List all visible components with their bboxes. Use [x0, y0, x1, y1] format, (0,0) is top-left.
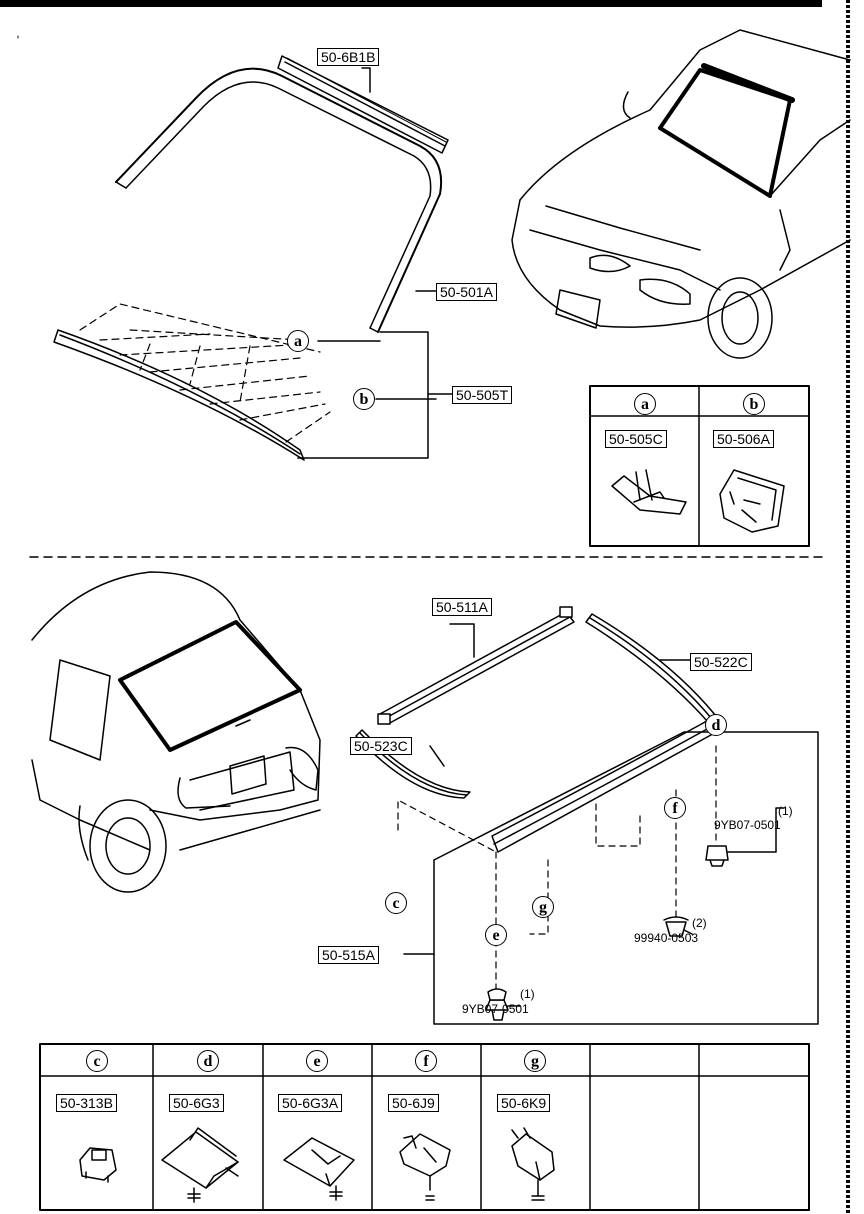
front-car-illustration: [511, 29, 851, 359]
part-label-505t: 50-505T: [452, 386, 513, 404]
clip-50-6k9-illustration: [511, 1127, 555, 1201]
table-ab-part-506a: 50-506A: [713, 430, 774, 448]
clip-50-6j9-illustration: [399, 1133, 451, 1201]
table-ab-header-a: a: [634, 393, 656, 415]
callout-f: f: [664, 797, 686, 819]
rear-car-illustration: [31, 571, 321, 893]
fastener-f-qty: (2): [692, 916, 707, 930]
part-label-523c: 50-523C: [350, 737, 412, 755]
cowl-molding: [53, 329, 305, 461]
callout-g: g: [532, 896, 554, 918]
alignment-dashed-lines: [79, 303, 331, 443]
clip-50-6g3a-illustration: [283, 1137, 355, 1201]
callout-a: a: [287, 330, 309, 352]
clip-50-313b-illustration: [79, 1147, 117, 1183]
part-label-6b1b: 50-6B1B: [317, 48, 380, 66]
table-ab-part-505c: 50-505C: [605, 430, 667, 448]
table-part-6g3: 50-6G3: [169, 1094, 224, 1112]
callout-d: d: [705, 714, 727, 736]
fastener-d-illustration: [705, 845, 729, 867]
table-header-f: f: [415, 1050, 437, 1072]
table-header-g: g: [524, 1050, 546, 1072]
table-part-6g3a: 50-6G3A: [278, 1094, 343, 1112]
windshield-upper-seal-strip: [277, 55, 449, 154]
fastener-f-illustration: [663, 916, 689, 937]
leader-6b1b: [361, 67, 371, 93]
clip-50-506a-illustration: [719, 469, 785, 533]
bracket-515a: [433, 731, 819, 1025]
part-label-501a: 50-501A: [436, 283, 497, 301]
bracket-515a-left: [403, 859, 435, 955]
fastener-f-part: 99940-0503: [634, 931, 699, 945]
table-header-d: d: [197, 1050, 219, 1072]
table-header-c: c: [86, 1050, 108, 1072]
callout-c: c: [385, 892, 407, 914]
page-right-edge: [846, 0, 850, 1214]
table-part-6k9: 50-6K9: [497, 1094, 551, 1112]
clip-50-6g3-illustration: [161, 1127, 239, 1203]
bracket-505t: [297, 331, 429, 459]
callout-b: b: [353, 388, 375, 410]
windshield-molding: [115, 67, 442, 333]
part-label-522c: 50-522C: [690, 653, 752, 671]
fastener-e-part: 9YB07-0501: [462, 1002, 529, 1016]
fastener-d-qty: (1): [778, 804, 793, 818]
part-label-515a: 50-515A: [318, 946, 379, 964]
leader-fastener-f: [683, 929, 693, 935]
roof-molding-511a: [377, 606, 575, 725]
callout-e: e: [485, 924, 507, 946]
leader-fastener-d: [727, 807, 785, 853]
table-part-313b: 50-313B: [56, 1094, 117, 1112]
top-border-bar: [0, 0, 822, 7]
table-header-e: e: [306, 1050, 328, 1072]
rear-spoiler-515a: [491, 715, 721, 853]
lower-alignment-dashed-lines: [397, 745, 717, 1001]
part-label-511a: 50-511A: [432, 598, 492, 616]
table-ab-header-b: b: [743, 393, 765, 415]
leader-523c: [429, 745, 445, 767]
table-part-6j9: 50-6J9: [388, 1094, 439, 1112]
fastener-e-illustration: [485, 988, 509, 1021]
fastener-d-part: 9YB07-0501: [714, 818, 781, 832]
clip-50-505c-illustration: [611, 469, 687, 515]
leader-511a: [449, 623, 475, 658]
fastener-e-qty: (1): [520, 987, 535, 1001]
